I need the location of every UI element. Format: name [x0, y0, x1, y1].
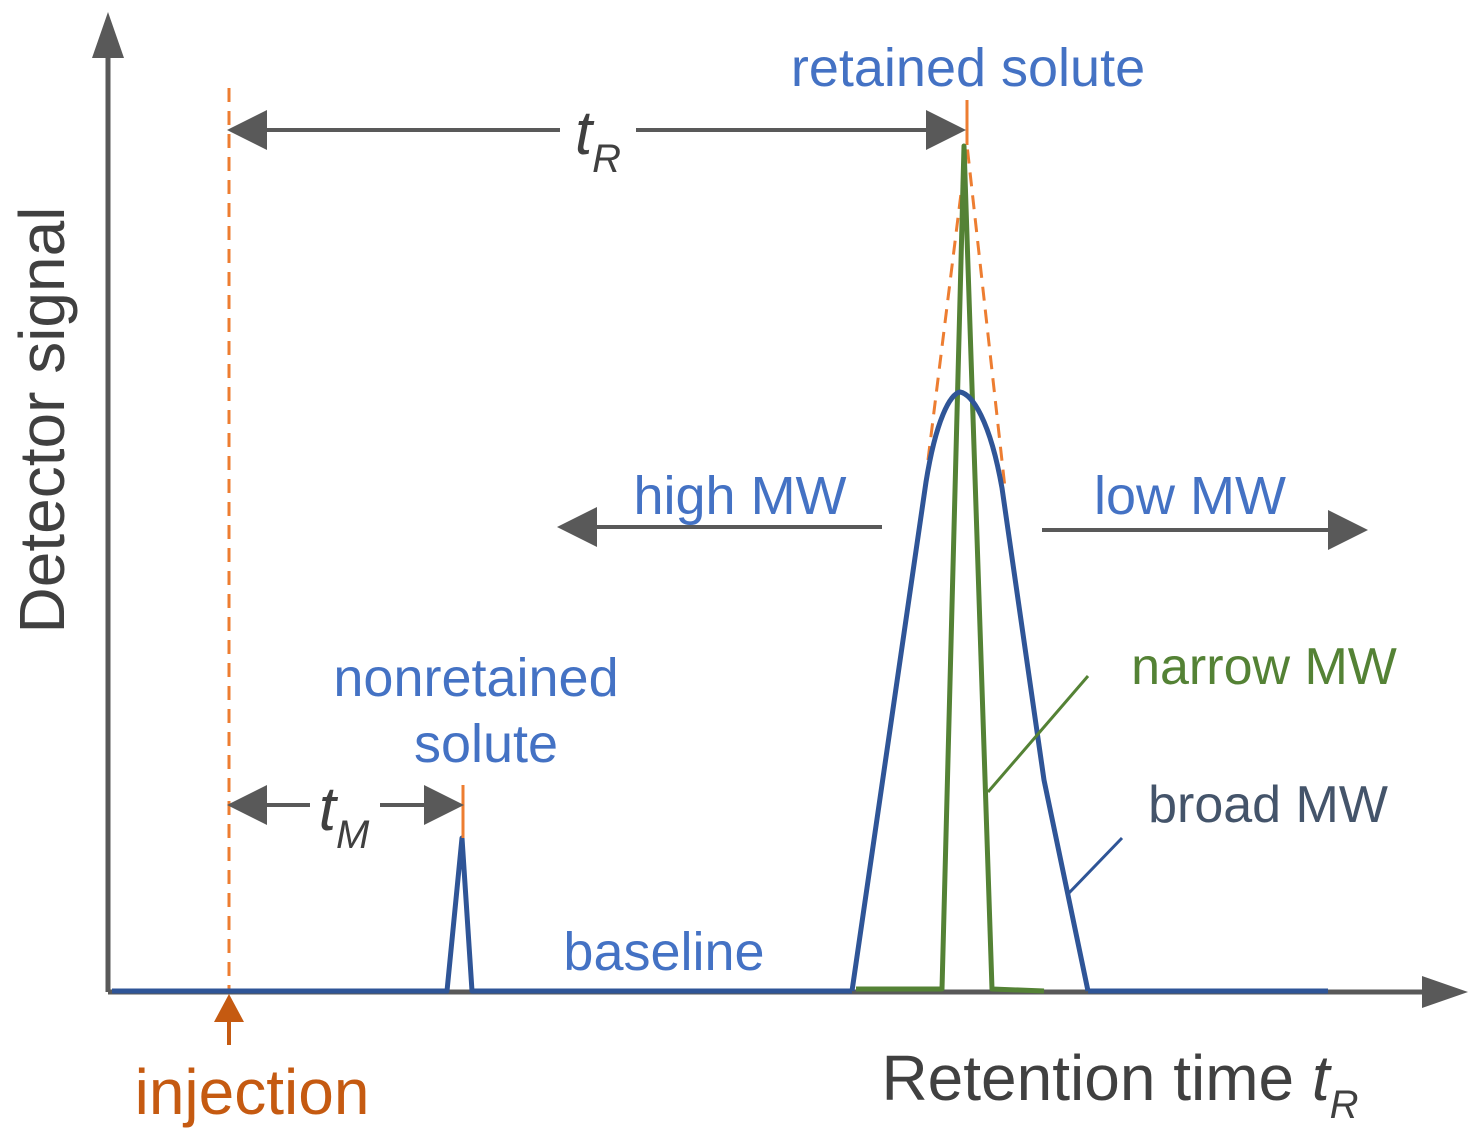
tm-label: tM — [319, 775, 370, 857]
y-axis-arrowhead — [92, 12, 124, 58]
retained-solute-label: retained solute — [791, 38, 1145, 98]
x-axis-arrowhead — [1422, 976, 1468, 1008]
nonretained-label-line1: nonretained — [333, 648, 618, 708]
tr-label: tR — [575, 99, 621, 181]
baseline-label: baseline — [563, 922, 764, 982]
injection-arrowhead — [214, 994, 244, 1022]
narrow-mw-leader — [986, 675, 1090, 793]
broad-mw-leader — [1066, 836, 1124, 896]
broad-mw-label: broad MW — [1148, 776, 1388, 834]
injection-label: injection — [135, 1056, 370, 1128]
x-axis-label: Retention time tR — [881, 1042, 1358, 1127]
low-mw-label: low MW — [1094, 466, 1286, 526]
nonretained-label-line2: solute — [414, 714, 558, 774]
peak-tangent-lines — [926, 144, 1007, 489]
y-axis-label: Detector signal — [6, 207, 78, 634]
broad-mw-peak — [849, 389, 1091, 992]
narrow-mw-label: narrow MW — [1131, 638, 1397, 696]
high-mw-label: high MW — [633, 466, 846, 526]
